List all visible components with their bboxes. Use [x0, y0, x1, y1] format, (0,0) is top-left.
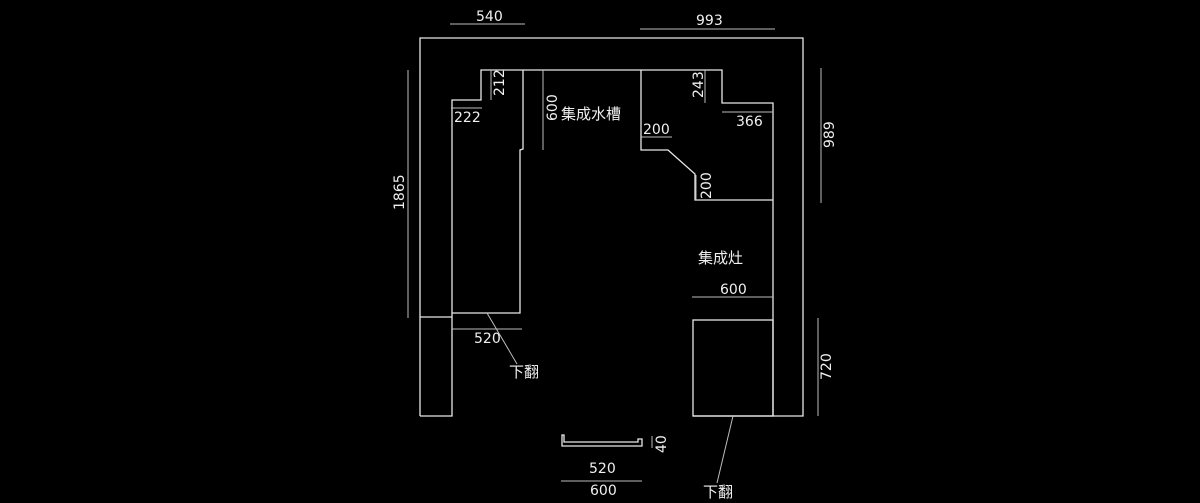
- dim-366: 366: [736, 114, 763, 130]
- sink-label: 集成水槽: [561, 105, 621, 123]
- dim-200-vertical: 200: [699, 172, 715, 199]
- dim-540: 540: [476, 9, 503, 25]
- dim-40: 40: [654, 435, 670, 453]
- stove-cabinet: [692, 319, 774, 417]
- dim-222: 222: [454, 110, 481, 126]
- dim-200-horizontal: 200: [643, 122, 670, 138]
- dim-243: 243: [691, 71, 707, 98]
- fold-down-label-right: 下翻: [703, 483, 733, 501]
- dim-520-profile: 520: [589, 461, 616, 477]
- fold-down-label-left: 下翻: [509, 363, 539, 381]
- dim-600-stove: 600: [720, 282, 747, 298]
- dim-1865: 1865: [392, 174, 408, 210]
- dim-993: 993: [696, 13, 723, 29]
- left-counter: [452, 70, 524, 314]
- dim-720: 720: [819, 353, 835, 380]
- dim-600-profile: 600: [590, 483, 617, 499]
- dim-212: 212: [492, 69, 508, 96]
- dim-989: 989: [822, 121, 838, 148]
- dim-520-counter: 520: [474, 331, 501, 347]
- wall-outline: [419, 37, 804, 417]
- stove-label: 集成灶: [698, 249, 743, 267]
- dim-600-sink: 600: [545, 94, 561, 121]
- profile-section: [561, 434, 643, 447]
- dimension-lines: [407, 23, 822, 484]
